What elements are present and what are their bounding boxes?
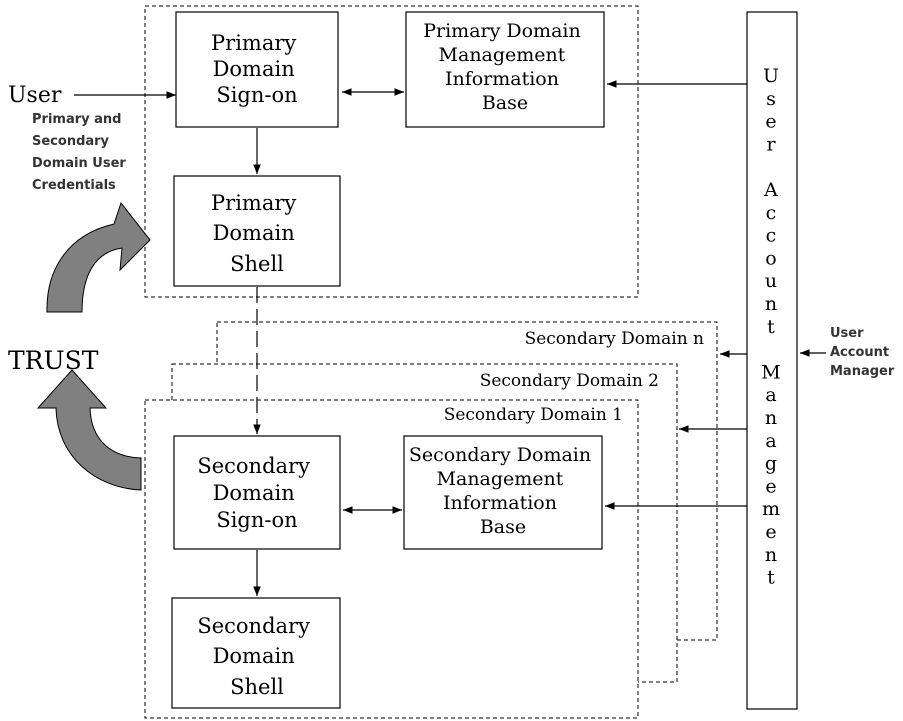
uam-letter: c	[766, 225, 777, 247]
secondary-mib-text: Secondary Domain Management Information …	[409, 444, 597, 538]
uam-letter: t	[767, 567, 775, 589]
trust-curved-arrow-lower	[36, 369, 142, 491]
trust-label: TRUST	[8, 346, 99, 375]
uam-letter: e	[765, 521, 776, 543]
secondary-mib-box	[403, 435, 603, 550]
uam-letter: u	[765, 270, 777, 292]
uam-letter: n	[765, 293, 777, 315]
uam-letter: a	[765, 430, 776, 452]
uam-letter: s	[766, 88, 776, 110]
uam-letter: M	[761, 361, 780, 383]
secondary-signon-text: Secondary Domain Sign-on	[197, 454, 316, 532]
secondary-shell-text: Secondary Domain Shell	[197, 614, 316, 699]
uam-letter: A	[763, 179, 778, 201]
secondary-signon-box	[173, 435, 341, 550]
primary-shell-text: Primary Domain Shell	[211, 191, 303, 276]
user-account-manager-label: User Account Manager	[830, 326, 895, 379]
user-account-management-bar	[746, 11, 798, 710]
user-label: User	[8, 83, 62, 108]
uam-letter: r	[766, 133, 776, 155]
secondary-shell-box	[171, 597, 341, 709]
primary-mib-box	[405, 11, 605, 128]
uam-letter: o	[765, 247, 776, 269]
trust-curved-arrow-upper	[46, 201, 151, 313]
uam-letter: n	[765, 407, 777, 429]
primary-signon-box	[175, 11, 339, 128]
primary-shell-box	[173, 175, 341, 287]
uam-letter: c	[766, 202, 777, 224]
secondary-domain-2-label: Secondary Domain 2	[480, 371, 659, 391]
primary-signon-text: Primary Domain Sign-on	[211, 31, 303, 107]
secondary-domain-1-label: Secondary Domain 1	[444, 405, 623, 425]
uam-letter: n	[765, 544, 777, 566]
uam-letter: e	[765, 475, 776, 497]
uam-letter: m	[762, 498, 780, 520]
uam-letter: U	[763, 65, 779, 87]
uam-letter: g	[765, 453, 777, 475]
secondary-domain-n-label: Secondary Domain n	[525, 329, 704, 349]
uam-letter: t	[767, 316, 775, 338]
primary-mib-text: Primary Domain Management Information Ba…	[423, 20, 587, 114]
credentials-label: Primary and Secondary Domain User Creden…	[32, 112, 130, 193]
uam-letter: a	[765, 384, 776, 406]
uam-letter: e	[765, 111, 776, 133]
primary-domain-frame	[144, 5, 639, 298]
